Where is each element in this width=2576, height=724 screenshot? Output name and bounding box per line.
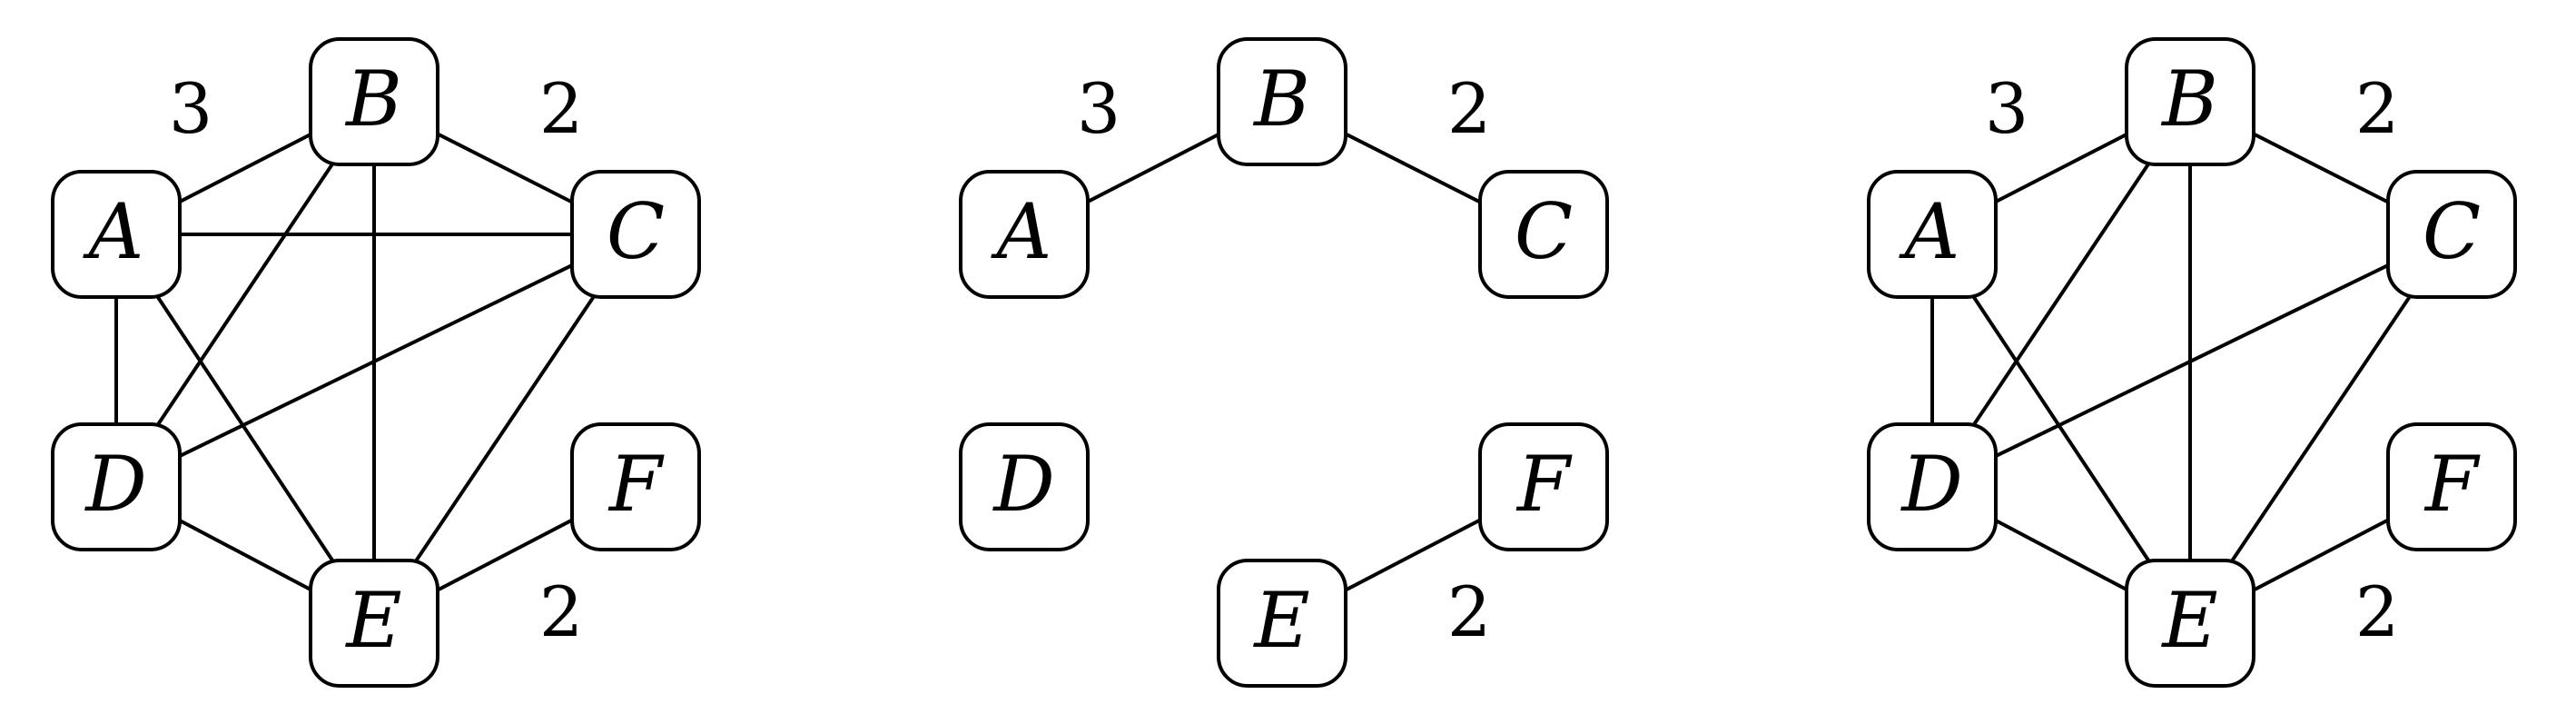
- node-F: F: [570, 422, 701, 551]
- node-C: C: [1478, 170, 1609, 299]
- node-label: D: [1900, 440, 1962, 529]
- node-box: [2125, 559, 2255, 688]
- node-box: [309, 37, 439, 166]
- edge-B-D: [1930, 100, 2192, 489]
- edge-C-E: [372, 233, 637, 625]
- node-D: D: [1867, 422, 1998, 551]
- node-B: B: [309, 37, 439, 166]
- node-label: D: [992, 440, 1054, 529]
- node-C: C: [570, 170, 701, 299]
- node-label: E: [2160, 576, 2217, 665]
- weight-label: 3: [1077, 68, 1120, 149]
- weight-label: 2: [2355, 571, 2399, 652]
- weight-label: 2: [2355, 68, 2399, 149]
- node-label: E: [344, 576, 401, 665]
- edge-A-E: [114, 233, 376, 625]
- node-label: A: [991, 187, 1052, 276]
- node-label: C: [2423, 187, 2481, 276]
- node-label: A: [83, 187, 144, 276]
- node-label: F: [607, 440, 665, 529]
- node-box: [1217, 37, 1347, 166]
- node-A: A: [1867, 170, 1998, 299]
- node-label: B: [2160, 55, 2218, 144]
- node-box: [1867, 422, 1998, 551]
- node-box: [2386, 422, 2517, 551]
- weight-label: 2: [1447, 571, 1491, 652]
- node-label: E: [1252, 576, 1309, 665]
- weight-label: 3: [1985, 68, 2028, 149]
- node-box: [309, 559, 439, 688]
- node-E: E: [2125, 559, 2255, 688]
- edge-C-D: [115, 233, 637, 489]
- node-B: B: [2125, 37, 2255, 166]
- weight-label: 3: [169, 68, 212, 149]
- node-box: [1217, 559, 1347, 688]
- node-B: B: [1217, 37, 1347, 166]
- node-box: [2386, 170, 2517, 299]
- edge-C-D: [1931, 233, 2453, 489]
- edge-C-E: [2188, 233, 2453, 625]
- node-label: C: [1515, 187, 1573, 276]
- node-label: F: [2423, 440, 2481, 529]
- node-A: A: [959, 170, 1090, 299]
- node-box: [51, 170, 182, 299]
- graph-2: A B C D E F 3 2 2: [959, 37, 1609, 688]
- edge-A-E: [1930, 233, 2192, 625]
- node-C: C: [2386, 170, 2517, 299]
- node-F: F: [1478, 422, 1609, 551]
- node-label: D: [84, 440, 146, 529]
- node-box: [570, 422, 701, 551]
- node-E: E: [1217, 559, 1347, 688]
- node-box: [959, 170, 1090, 299]
- graph-3: A B C D E F 3 2 2: [1867, 37, 2517, 688]
- graph-1: A B C D E F 3 2 2: [51, 37, 701, 688]
- node-label: B: [1252, 55, 1310, 144]
- node-F: F: [2386, 422, 2517, 551]
- edge-B-D: [114, 100, 376, 489]
- node-label: B: [344, 55, 402, 144]
- node-box: [1478, 422, 1609, 551]
- weight-label: 2: [539, 571, 583, 652]
- node-box: [2125, 37, 2255, 166]
- node-box: [570, 170, 701, 299]
- node-box: [51, 422, 182, 551]
- node-box: [1478, 170, 1609, 299]
- node-D: D: [959, 422, 1090, 551]
- weight-label: 2: [1447, 68, 1491, 149]
- node-label: A: [1899, 187, 1960, 276]
- node-D: D: [51, 422, 182, 551]
- weight-label: 2: [539, 68, 583, 149]
- node-A: A: [51, 170, 182, 299]
- node-box: [1867, 170, 1998, 299]
- node-label: C: [607, 187, 665, 276]
- node-E: E: [309, 559, 439, 688]
- node-label: F: [1515, 440, 1573, 529]
- node-box: [959, 422, 1090, 551]
